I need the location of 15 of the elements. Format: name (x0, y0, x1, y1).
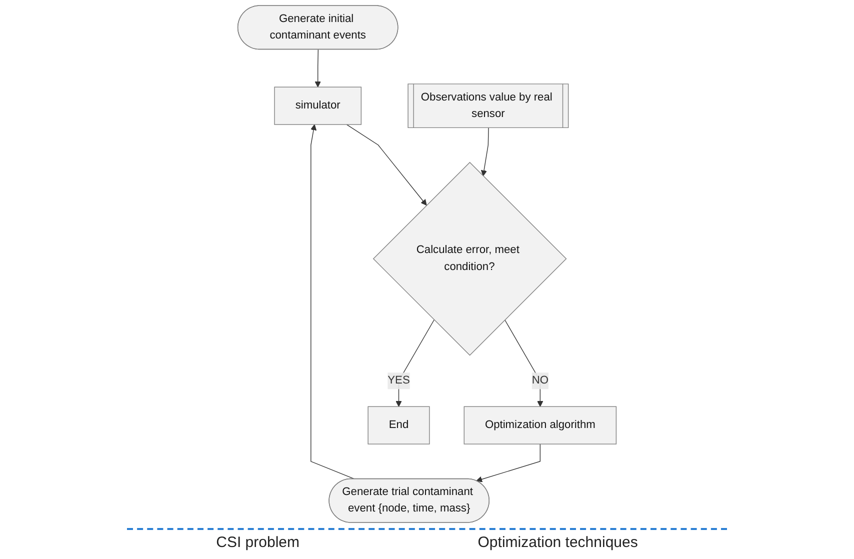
region-label: Optimization techniques (478, 534, 638, 551)
arrow (480, 128, 489, 176)
edge-label: YES (388, 374, 410, 386)
region-label: CSI problem (216, 534, 300, 551)
arrow (346, 124, 427, 206)
arrow (310, 124, 356, 480)
node-box: simulator (274, 86, 362, 125)
node-box: Optimization algorithm (464, 406, 617, 444)
arrow (476, 444, 541, 482)
edge-label: NO (532, 374, 548, 386)
node-diamond: Calculate error, meet condition? (372, 162, 567, 356)
node-box: End (368, 406, 430, 444)
arrow (314, 49, 321, 88)
arrow (396, 320, 434, 407)
arrow (504, 320, 544, 407)
